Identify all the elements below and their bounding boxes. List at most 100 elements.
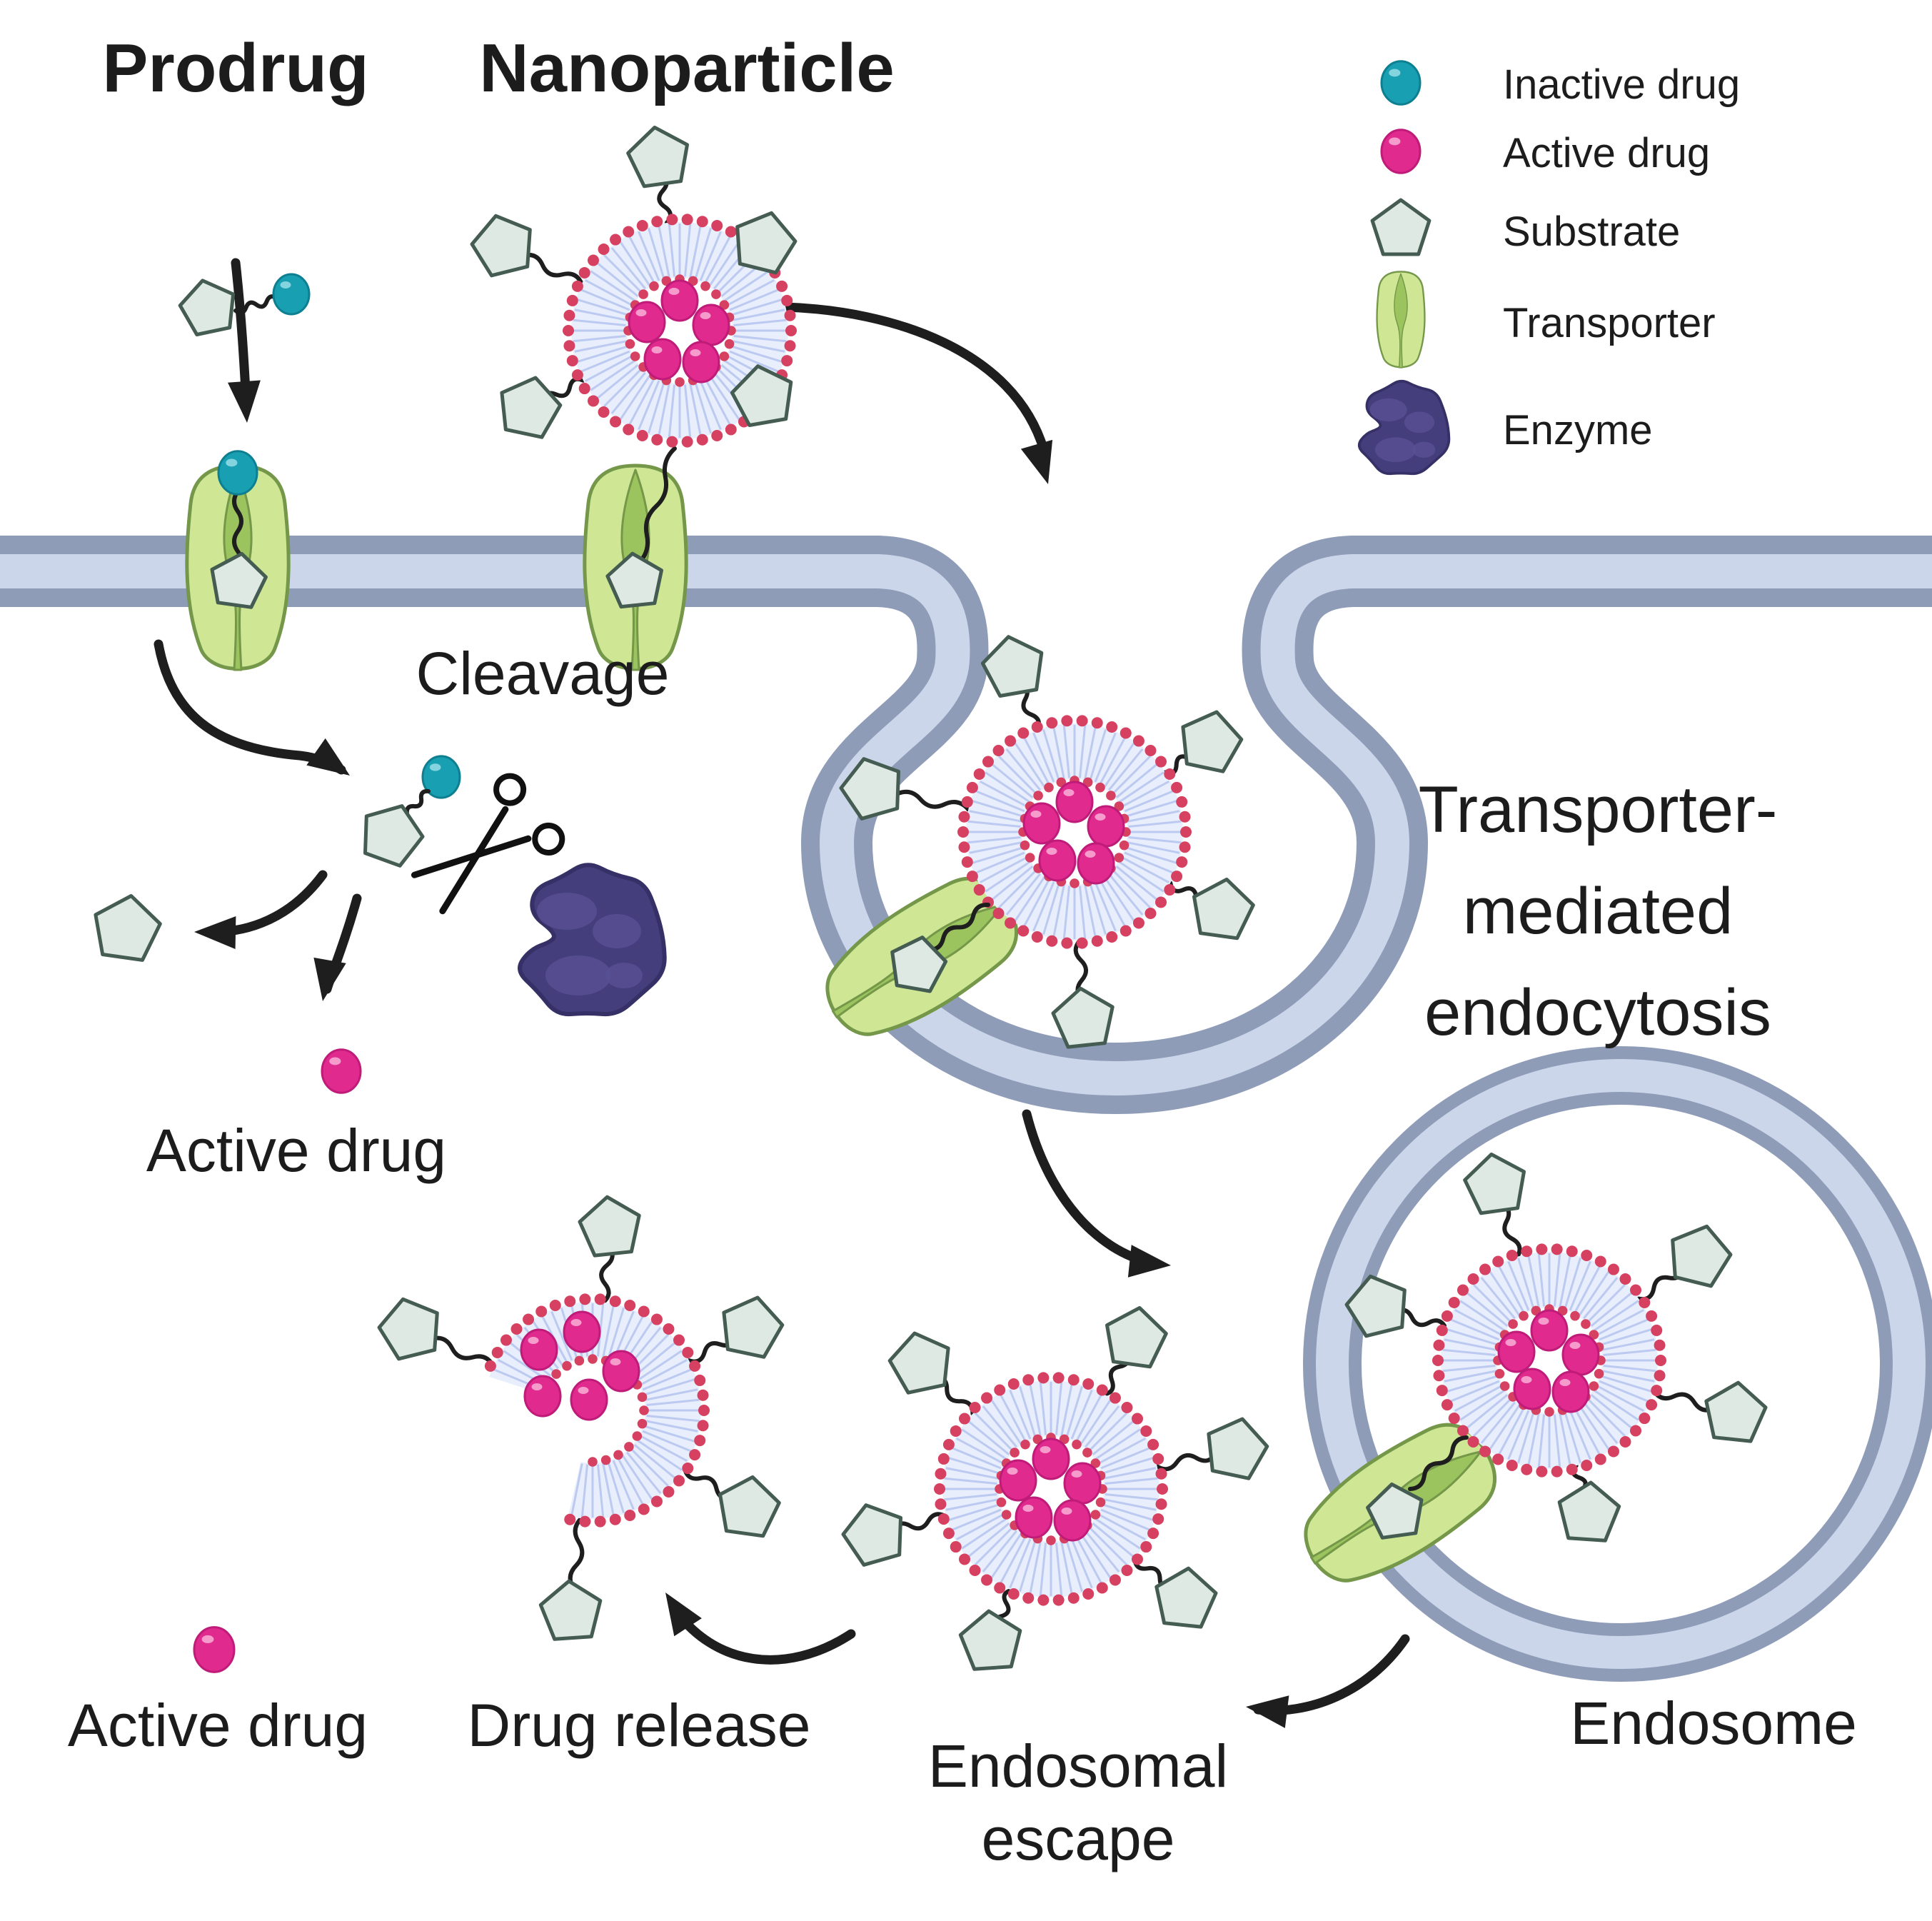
lipid-tails xyxy=(1449,1380,1500,1403)
lipid-head-outer xyxy=(969,1401,981,1413)
lipid-head-outer xyxy=(1651,1385,1663,1397)
active-drug-icon xyxy=(1561,1333,1600,1376)
drug-highlight xyxy=(1389,69,1401,77)
lipid-head-outer xyxy=(564,1295,576,1308)
lipid-head-outer xyxy=(566,294,578,306)
lipid-tails xyxy=(630,1448,670,1488)
legend-icons-layer xyxy=(1357,60,1451,476)
lipid-head-outer xyxy=(1441,1399,1453,1411)
lipid-head-outer xyxy=(1566,1245,1578,1258)
lipid-tails xyxy=(1115,866,1158,901)
lipid-head-outer xyxy=(1506,1250,1518,1262)
lipid-tails xyxy=(619,375,651,421)
lipid-tails xyxy=(990,1533,1022,1579)
lipid-head-inner xyxy=(1020,840,1030,851)
drug-body xyxy=(1032,1438,1070,1480)
lipid-head-inner xyxy=(1070,878,1080,888)
lipid-tails xyxy=(577,299,628,316)
lipid-tails xyxy=(972,846,1023,864)
substrate-icon xyxy=(578,1195,641,1258)
lipid-tails xyxy=(1602,1338,1655,1351)
substrate-icon xyxy=(1366,1482,1424,1540)
legend-label-transporter: Transporter xyxy=(1503,300,1716,346)
lipid-head-outer xyxy=(1121,1401,1133,1413)
lipid-head-inner xyxy=(1020,1439,1030,1450)
lipid-head-outer xyxy=(1132,1413,1144,1425)
lipid-head-outer xyxy=(958,1553,970,1565)
lipid-head-inner xyxy=(574,1355,585,1366)
enzyme-texture xyxy=(1404,411,1435,433)
lipid-head-outer xyxy=(578,266,590,279)
lipid-head-outer xyxy=(694,1435,706,1447)
lipid-tails xyxy=(658,225,670,278)
lipid-head-outer xyxy=(1005,917,1017,929)
drug-body xyxy=(523,1375,562,1418)
drug-body xyxy=(1055,781,1094,823)
active-drug-upper-label: Active drug xyxy=(146,1117,446,1184)
lipid-head-outer xyxy=(1052,1594,1065,1606)
lipid-head-outer xyxy=(1067,1592,1080,1604)
lipid-tails xyxy=(982,1530,1017,1573)
lipid-tails xyxy=(1088,1526,1128,1566)
lipid-head-outer xyxy=(1076,715,1088,727)
drug-highlight xyxy=(1071,1470,1082,1478)
lipid-tails xyxy=(1105,1493,1158,1501)
scissors-blade xyxy=(411,835,532,878)
lipid-head-outer xyxy=(1067,1374,1080,1386)
lipid-head-outer xyxy=(535,1305,548,1318)
arrow-shaft xyxy=(780,302,1049,455)
lipid-tails xyxy=(948,1503,1000,1521)
lipid-tails xyxy=(1574,1265,1601,1313)
lipid-tails xyxy=(708,375,740,421)
lipid-head-outer xyxy=(1106,721,1118,733)
active-drug-icon xyxy=(1063,1462,1102,1505)
lipid-tails xyxy=(1447,1328,1498,1346)
lipid-head-outer xyxy=(1082,1378,1095,1390)
lipid-head-outer xyxy=(785,325,797,336)
lipid-head-outer xyxy=(961,796,973,808)
substrate-icon xyxy=(1557,1480,1621,1543)
lipid-head-outer xyxy=(973,768,985,780)
lipid-tails xyxy=(1497,1265,1525,1313)
lipid-tails xyxy=(956,1513,1004,1541)
endosomal-escape-label-line1: Endosomal xyxy=(928,1732,1228,1800)
lipid-tails xyxy=(1553,1253,1561,1307)
lipid-head-outer xyxy=(500,1334,512,1346)
lipid-tails xyxy=(1459,1300,1505,1332)
lipid-tails xyxy=(602,1305,615,1358)
lipid-head-outer xyxy=(610,416,622,428)
cleavage-label: Cleavage xyxy=(416,640,670,707)
lipid-head-inner xyxy=(1119,840,1129,851)
lipid-head-outer xyxy=(1037,1372,1050,1384)
lipid-tails xyxy=(1603,1364,1656,1373)
active-drug-icon xyxy=(1053,1499,1092,1542)
lipid-head-inner xyxy=(719,351,730,361)
lipid-tails xyxy=(1075,1536,1103,1584)
lipid-tails xyxy=(972,800,1023,818)
lipid-head-inner xyxy=(1001,1510,1012,1520)
lipid-tails xyxy=(694,228,712,279)
lipid-head-outer xyxy=(1479,1445,1491,1458)
lipid-head-outer xyxy=(1155,896,1167,908)
lipid-tails xyxy=(1104,1498,1157,1511)
lipid-tails xyxy=(1489,1270,1521,1316)
lipid-tails xyxy=(1596,1385,1644,1413)
lipid-tails xyxy=(1099,737,1127,785)
lipid-head-outer xyxy=(1031,721,1043,733)
lipid-tails xyxy=(607,1308,625,1359)
lipid-tails xyxy=(731,345,783,363)
lipid-tails xyxy=(668,384,676,438)
lipid-tails xyxy=(1055,1543,1063,1596)
lipid-tails xyxy=(1124,790,1174,813)
lipid-head-outer xyxy=(673,1334,685,1346)
substrate-icon xyxy=(1344,1274,1407,1338)
active-drug-icon xyxy=(628,301,666,343)
lipid-head-outer xyxy=(598,406,610,418)
lipid-head-outer xyxy=(1456,1284,1469,1296)
lipid-head-outer xyxy=(663,1323,675,1335)
drug-highlight xyxy=(635,309,647,316)
lipid-head-outer xyxy=(1144,908,1157,920)
drug-body xyxy=(1087,805,1125,848)
lipid-head-outer xyxy=(681,214,693,226)
lipid-tails xyxy=(638,380,660,431)
